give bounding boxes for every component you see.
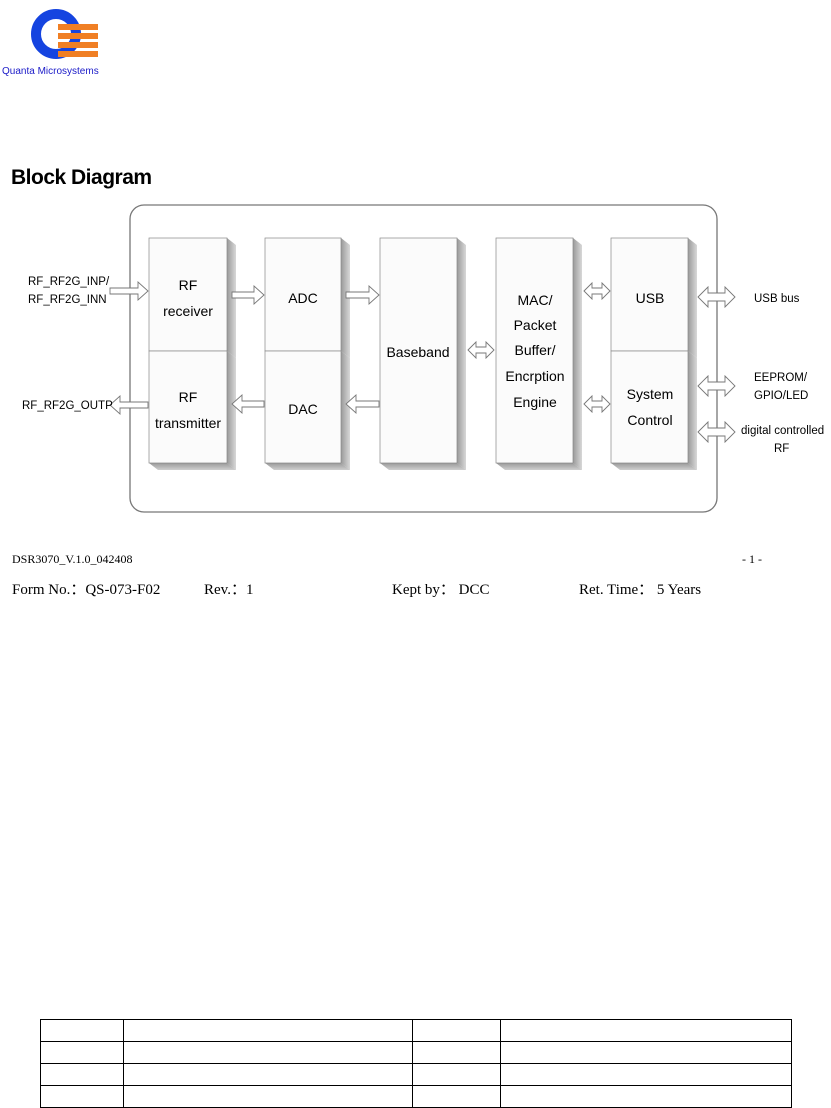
table-cell [500,1063,792,1086]
arrow-receiver-adc [231,284,265,306]
table-cell [412,1063,502,1086]
usb-label: USB [636,290,665,306]
usb-block: USB [610,237,697,358]
table-cell [500,1085,792,1108]
table-cell [122,1041,414,1064]
table-row [40,1085,792,1108]
arrow-digital-rf [697,420,736,444]
signal-digital-rf-1: digital controlled [741,425,824,437]
arrow-eeprom [697,374,736,398]
signal-eeprom-1: EEPROM/ [754,372,808,384]
system-control-label-2: Control [627,412,672,428]
adc-label: ADC [288,290,318,306]
dac-label: DAC [288,401,318,417]
table-cell [412,1041,502,1064]
quanta-logo-icon [31,9,98,59]
table-cell [122,1085,414,1108]
arrow-adc-baseband [345,284,380,306]
arrow-usb-bus [697,285,736,309]
mac-label-1: MAC/ [518,292,553,308]
arrow-mac-system [583,394,611,414]
revision-table [40,1019,792,1108]
rf-transmitter-label-1: RF [179,389,198,405]
rf-transmitter-label-2: transmitter [155,415,221,431]
arrow-rf-out [109,394,149,416]
table-row [40,1019,792,1042]
mac-label-5: Engine [513,394,557,410]
arrow-rf-in [109,280,149,302]
mac-label-2: Packet [514,317,557,333]
signal-usb-bus: USB bus [754,293,800,305]
table-cell [412,1085,502,1108]
mac-block: MAC/ Packet Buffer/ Encrption Engine [495,237,582,470]
signal-eeprom-2: GPIO/LED [754,390,808,402]
table-cell [40,1019,124,1042]
retention-time: Ret. Time： 5 Years [579,582,702,598]
signal-rf-in-2: RF_RF2G_INN [28,294,107,306]
arrow-dac-transmitter [231,393,265,415]
signal-rf-out: RF_RF2G_OUTP [22,400,113,412]
table-cell [500,1041,792,1064]
signal-rf-in-1: RF_RF2G_INP/ [28,276,110,288]
form-number: Form No.：QS-073-F02 [12,582,161,598]
kept-by: Kept by： DCC [392,582,490,598]
rf-receiver-label-2: receiver [163,303,213,319]
rf-receiver-label-1: RF [179,277,198,293]
table-row [40,1041,792,1064]
table-cell [122,1063,414,1086]
revision: Rev.：1 [204,582,254,598]
adc-block: ADC [264,237,350,358]
signal-digital-rf-2: RF [774,443,789,455]
form-info-line: Form No.：QS-073-F02 Rev.：1 Kept by： DCC … [12,578,812,598]
document-id: DSR3070_V.1.0_042408 [12,552,133,566]
page-number: - 1 - [742,552,762,566]
dac-block: DAC [264,350,350,470]
baseband-label: Baseband [386,344,449,360]
rf-transmitter-block: RF transmitter [148,350,236,470]
arrow-mac-usb [583,281,611,301]
diagram-frame [129,204,718,513]
arrow-baseband-dac [345,393,380,415]
table-cell [412,1019,502,1042]
table-cell [122,1019,414,1042]
arrow-baseband-mac [467,340,495,360]
block-diagram: RF receiver RF transmitter ADC DAC Baseb… [22,204,824,513]
table-cell [40,1063,124,1086]
system-control-label-1: System [627,386,674,402]
mac-label-3: Buffer/ [515,342,556,358]
table-cell [40,1085,124,1108]
rf-receiver-block: RF receiver [148,237,236,358]
company-name: Quanta Microsystems [2,66,99,77]
baseband-block: Baseband [379,237,466,470]
system-control-block: System Control [610,350,697,470]
mac-label-4: Encrption [505,368,564,384]
section-title: Block Diagram [11,166,152,189]
table-cell [40,1041,124,1064]
table-row [40,1063,792,1086]
table-cell [500,1019,792,1042]
